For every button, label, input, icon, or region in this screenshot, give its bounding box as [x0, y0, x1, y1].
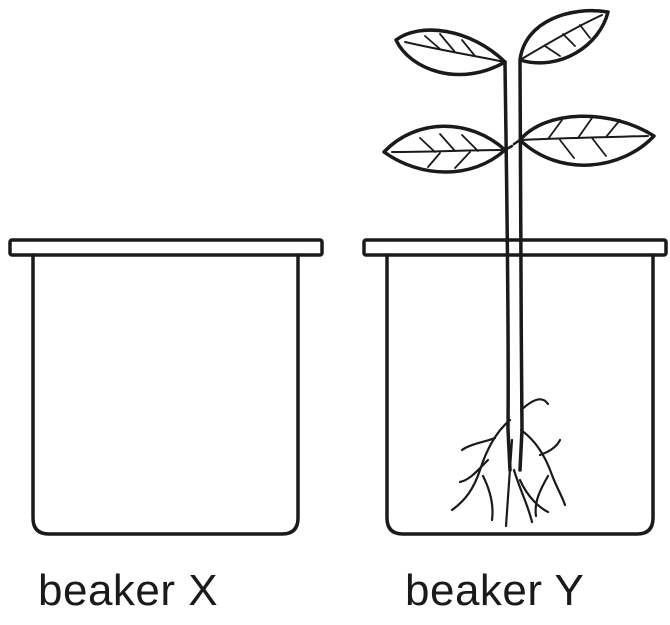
leaf-lower-left: [382, 124, 507, 174]
beaker-y-body: [385, 253, 655, 536]
leaf-upper-left: [394, 28, 507, 77]
beaker-x-rim: [8, 238, 324, 257]
beaker-y-label: beaker Y: [405, 566, 585, 615]
beaker-x-label: beaker X: [38, 566, 219, 615]
beaker-x: [8, 238, 324, 536]
beaker-y-rim: [362, 238, 668, 257]
beaker-y: [362, 238, 668, 536]
plant-roots: [450, 398, 567, 528]
beaker-x-body: [31, 253, 300, 536]
plant: [382, 8, 656, 528]
plant-leaves: [382, 8, 656, 174]
plant-stem: [503, 60, 524, 472]
leaf-upper-right: [518, 8, 610, 65]
leaf-lower-right: [518, 114, 656, 167]
